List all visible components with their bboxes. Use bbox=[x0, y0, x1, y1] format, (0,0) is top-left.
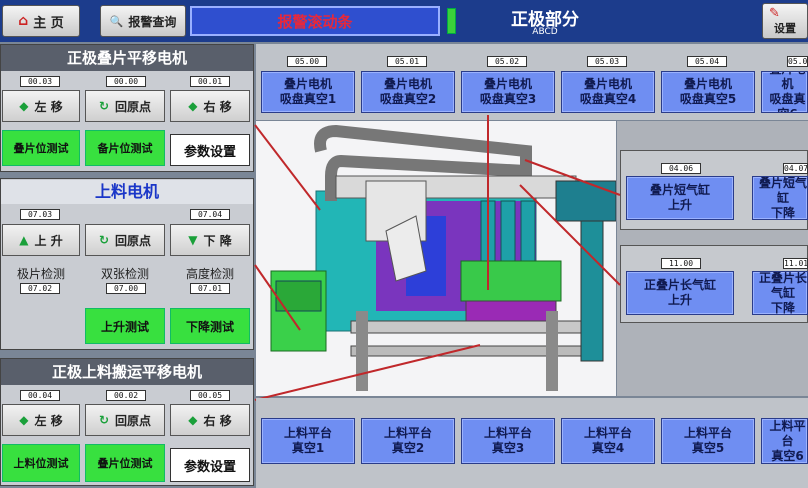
transfer-home-origin-button[interactable]: ↻回原点 bbox=[85, 404, 165, 436]
code-label: 05.04 bbox=[687, 56, 727, 67]
code-label: 07.01 bbox=[190, 283, 230, 294]
machine-diagram bbox=[256, 121, 617, 396]
feed-platform-vacuum-2-button[interactable]: 上料平台 真空2 bbox=[361, 418, 455, 464]
move-right-button[interactable]: ◆右 移 bbox=[170, 90, 250, 122]
code-label: 00.04 bbox=[20, 390, 60, 401]
code-label: 07.03 bbox=[20, 209, 60, 220]
arrow-left-icon: ◆ bbox=[19, 99, 29, 113]
lift-up-test-button[interactable]: 上升测试 bbox=[85, 308, 165, 344]
code-label: 05.00 bbox=[287, 56, 327, 67]
return-icon: ↻ bbox=[98, 413, 110, 427]
stack-suction-vacuum-1-button[interactable]: 叠片电机 吸盘真空1 bbox=[261, 71, 355, 113]
alarm-query-button[interactable]: 🔍 报警查询 bbox=[100, 5, 186, 37]
home-origin-button[interactable]: ↻回原点 bbox=[85, 90, 165, 122]
stack-suction-vacuum-6-button[interactable]: 叠片电机 吸盘真空6 bbox=[761, 71, 808, 113]
stack-suction-vacuum-4-button[interactable]: 叠片电机 吸盘真空4 bbox=[561, 71, 655, 113]
short-cylinder-down-button[interactable]: 叠片短气缸 下降 bbox=[752, 176, 808, 220]
code-label: 00.03 bbox=[20, 76, 60, 87]
stack-position-test-button[interactable]: 叠片位测试 bbox=[2, 130, 80, 166]
code-label: 05.02 bbox=[487, 56, 527, 67]
page-title: 正极部分 bbox=[511, 10, 579, 30]
stack-suction-vacuum-3-button[interactable]: 叠片电机 吸盘真空3 bbox=[461, 71, 555, 113]
short-cylinder-up-button[interactable]: 叠片短气缸 上升 bbox=[626, 176, 734, 220]
arrow-left-icon: ◆ bbox=[19, 413, 29, 427]
long-cylinder-down-button[interactable]: 正叠片长气缸 下降 bbox=[752, 271, 808, 315]
code-label: 00.00 bbox=[106, 76, 146, 87]
feed-motor-title: 上料电机 bbox=[1, 180, 253, 204]
page-subtitle: ABCD bbox=[532, 27, 558, 37]
standby-position-test-button[interactable]: 备片位测试 bbox=[85, 130, 165, 166]
return-icon: ↻ bbox=[98, 233, 110, 247]
transfer-move-right-button[interactable]: ◆右 移 bbox=[170, 404, 250, 436]
tool-icon: ✎ bbox=[769, 6, 780, 21]
transfer-parameter-settings-button[interactable]: 参数设置 bbox=[170, 448, 250, 482]
transfer-motor-title: 正极上料搬运平移电机 bbox=[1, 359, 253, 385]
feed-platform-vacuum-1-button[interactable]: 上料平台 真空1 bbox=[261, 418, 355, 464]
code-label: 07.00 bbox=[106, 283, 146, 294]
machine-illustration bbox=[270, 124, 617, 391]
long-cylinder-up-button[interactable]: 正叠片长气缸 上升 bbox=[626, 271, 734, 315]
feed-platform-vacuum-5-button[interactable]: 上料平台 真空5 bbox=[661, 418, 755, 464]
parameter-settings-button[interactable]: 参数设置 bbox=[170, 134, 250, 166]
code-label: 00.05 bbox=[190, 390, 230, 401]
stack-suction-vacuum-2-button[interactable]: 叠片电机 吸盘真空2 bbox=[361, 71, 455, 113]
code-label: 00.02 bbox=[106, 390, 146, 401]
arrow-right-icon: ◆ bbox=[188, 413, 198, 427]
code-label: 04.06 bbox=[661, 163, 701, 174]
home-button[interactable]: ⌂ 主 页 bbox=[2, 5, 80, 37]
code-label: 07.04 bbox=[190, 209, 230, 220]
status-indicator bbox=[447, 8, 456, 34]
sensor-label: 极片检测 bbox=[16, 267, 65, 281]
stack-suction-vacuum-5-button[interactable]: 叠片电机 吸盘真空5 bbox=[661, 71, 755, 113]
code-label: 00.01 bbox=[190, 76, 230, 87]
arrow-up-icon: ▲ bbox=[19, 233, 29, 247]
code-label: 05.01 bbox=[387, 56, 427, 67]
search-icon: 🔍 bbox=[109, 14, 124, 28]
arrow-down-icon: ▼ bbox=[188, 233, 198, 247]
lift-down-test-button[interactable]: 下降测试 bbox=[170, 308, 250, 344]
sensor-label: 高度检测 bbox=[185, 267, 234, 281]
sensor-label: 双张检测 bbox=[100, 267, 149, 281]
lift-down-button[interactable]: ▼下 降 bbox=[170, 224, 250, 256]
code-label: 05.03 bbox=[587, 56, 627, 67]
feed-platform-vacuum-4-button[interactable]: 上料平台 真空4 bbox=[561, 418, 655, 464]
lift-up-button[interactable]: ▲上 升 bbox=[2, 224, 80, 256]
move-left-button[interactable]: ◆左 移 bbox=[2, 90, 80, 122]
stack-motor-title: 正极叠片平移电机 bbox=[1, 45, 253, 71]
code-label: 11.00 bbox=[661, 258, 701, 269]
arrow-right-icon: ◆ bbox=[188, 99, 198, 113]
home-icon: ⌂ bbox=[18, 13, 29, 29]
feed-platform-vacuum-6-button[interactable]: 上料平台 真空6 bbox=[761, 418, 808, 464]
transfer-stack-position-test-button[interactable]: 叠片位测试 bbox=[85, 444, 165, 482]
return-icon: ↻ bbox=[98, 99, 110, 113]
feed-platform-vacuum-3-button[interactable]: 上料平台 真空3 bbox=[461, 418, 555, 464]
alarm-marquee: 报警滚动条 bbox=[190, 6, 440, 36]
transfer-move-left-button[interactable]: ◆左 移 bbox=[2, 404, 80, 436]
code-label: 07.02 bbox=[20, 283, 60, 294]
feed-position-test-button[interactable]: 上料位测试 bbox=[2, 444, 80, 482]
feed-home-origin-button[interactable]: ↻回原点 bbox=[85, 224, 165, 256]
